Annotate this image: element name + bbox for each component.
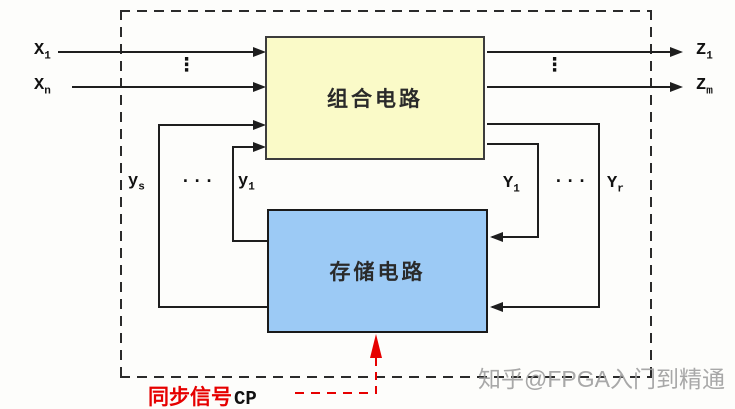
wire-Yr-in: [492, 306, 599, 308]
x1-label: X1: [34, 41, 51, 63]
z1-base: Z: [696, 41, 707, 60]
Yr-base: Y: [607, 174, 618, 193]
ys-arrowhead-icon: [253, 120, 266, 130]
clock-dashed-wire-horizontal: [295, 392, 377, 394]
output-vertical-ellipsis: ⋮: [545, 54, 564, 76]
xn-arrowhead-icon: [253, 82, 266, 92]
wire-output-z1: [487, 51, 671, 53]
clock-arrowhead-icon: [370, 334, 382, 358]
zm-arrowhead-icon: [670, 82, 683, 92]
z1-arrowhead-icon: [670, 47, 683, 57]
sync-signal-cp-text: CP: [234, 388, 257, 409]
xn-base: X: [34, 76, 45, 95]
zm-base: Z: [696, 76, 707, 95]
xn-sub: n: [44, 85, 51, 98]
state-feedback-ellipsis: ···: [180, 172, 216, 192]
sync-signal-cn-text: 同步信号: [148, 386, 232, 409]
wire-Y1-in: [492, 236, 538, 238]
storage-circuit-label: 存储电路: [329, 261, 426, 284]
ys-base: y: [128, 172, 139, 191]
Yr-sub: r: [617, 183, 624, 196]
z1-sub: 1: [706, 50, 713, 63]
combinational-circuit-block: 组合电路: [265, 36, 485, 160]
x1-base: X: [34, 41, 45, 60]
y1-sub: 1: [248, 181, 255, 194]
zm-sub: m: [706, 85, 713, 98]
Y1-label: Y1: [503, 174, 520, 196]
watermark-text: 知乎@FPGA入门到精通: [478, 366, 725, 392]
Yr-label: Yr: [607, 174, 624, 196]
y1-label: y1: [238, 172, 255, 194]
wire-Yr-vertical: [598, 123, 600, 308]
boundary-left-dashed-line: [120, 10, 122, 378]
sync-signal-label: 同步信号 CP: [148, 381, 257, 409]
wire-Y1-out: [487, 143, 539, 145]
excitation-ellipsis: ···: [553, 172, 589, 192]
wire-ys-out: [158, 306, 268, 308]
wire-output-zm: [487, 86, 671, 88]
wire-input-xn: [72, 86, 256, 88]
combinational-circuit-label: 组合电路: [327, 88, 423, 111]
z1-label: Z1: [696, 41, 713, 63]
wire-y1-out: [232, 240, 268, 242]
Y1-arrowhead-icon: [490, 232, 503, 242]
zm-label: Zm: [696, 76, 713, 98]
wire-ys-vertical: [158, 124, 160, 308]
y1-arrowhead-icon: [253, 142, 266, 152]
input-vertical-ellipsis: ⋮: [177, 54, 196, 76]
storage-circuit-block: 存储电路: [267, 209, 488, 333]
boundary-right-dashed-line: [650, 10, 652, 378]
wire-Yr-out: [487, 123, 600, 125]
Yr-arrowhead-icon: [490, 302, 503, 312]
x1-sub: 1: [44, 50, 51, 63]
boundary-top-dashed-line: [120, 10, 652, 12]
ys-sub: s: [138, 181, 145, 194]
y1-base: y: [238, 172, 249, 191]
wire-y1-in: [232, 146, 254, 148]
ys-label: ys: [128, 172, 145, 194]
boundary-bottom-dashed-line: [120, 376, 652, 378]
wire-ys-in: [158, 124, 254, 126]
clock-dashed-wire-vertical: [375, 358, 377, 394]
wire-input-x1: [58, 51, 256, 53]
x1-arrowhead-icon: [253, 47, 266, 57]
xn-label: Xn: [34, 76, 51, 98]
wire-Y1-vertical: [537, 143, 539, 238]
Y1-sub: 1: [513, 183, 520, 196]
Y1-base: Y: [503, 174, 514, 193]
wire-y1-vertical: [232, 146, 234, 242]
